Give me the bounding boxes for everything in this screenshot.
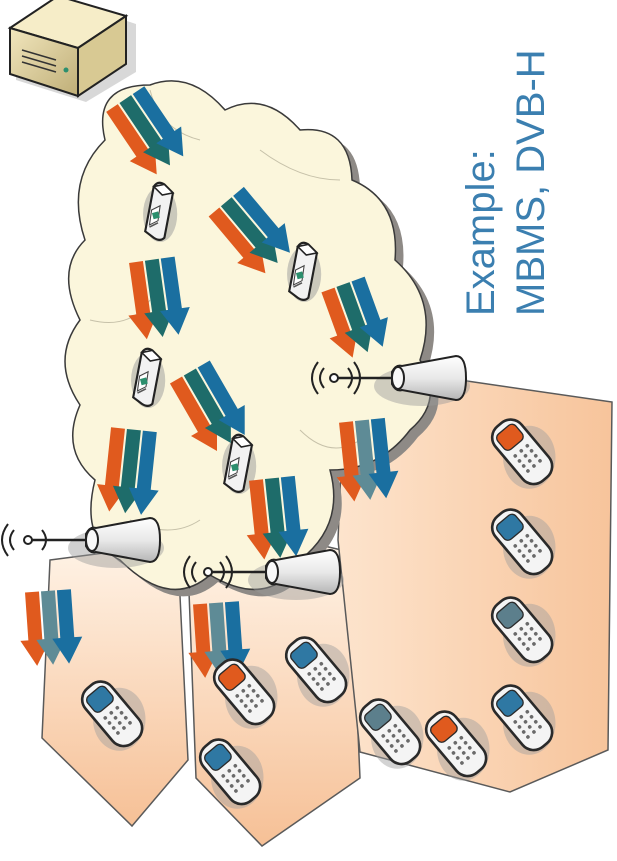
antenna-tower-icon <box>2 518 164 568</box>
caption: Example: MBMS, DVB-H <box>459 49 553 316</box>
caption-line-1: Example: <box>459 149 503 316</box>
server-icon <box>10 0 136 102</box>
caption-line-2: MBMS, DVB-H <box>509 49 553 316</box>
